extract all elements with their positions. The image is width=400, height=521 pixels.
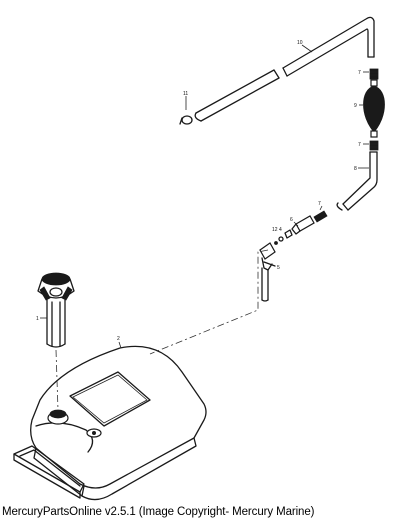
callout-12: 12 — [272, 227, 278, 233]
fuel-hose-upper — [194, 16, 375, 122]
hose-clamp-11 — [179, 115, 193, 125]
pickup-tube — [261, 267, 269, 302]
callout-numbers: 10 7 9 7 8 11 7 6 12 4 5 1 2 — [36, 40, 361, 342]
primer-bulb-assembly — [363, 68, 385, 151]
fuel-tank — [13, 345, 207, 501]
connector-line — [149, 249, 269, 355]
callout-11: 11 — [183, 91, 188, 97]
callout-1: 1 — [36, 316, 39, 322]
callout-7-mid: 7 — [358, 142, 361, 148]
callout-4: 4 — [279, 227, 282, 233]
callout-7-top: 7 — [358, 70, 361, 76]
callout-9: 9 — [354, 103, 357, 109]
callout-5: 5 — [277, 265, 280, 271]
fuel-gauge-assembly — [37, 272, 75, 348]
callout-6: 6 — [290, 217, 293, 223]
callout-leaders — [118, 44, 369, 349]
fuel-hose-lower — [336, 151, 378, 211]
callout-10: 10 — [297, 40, 303, 46]
fuel-connector-fittings — [259, 210, 328, 271]
callout-2: 2 — [117, 336, 120, 342]
callout-8: 8 — [354, 166, 357, 172]
copyright-footer: MercuryPartsOnline v2.5.1 (Image Copyrig… — [2, 506, 315, 518]
callout-7-low: 7 — [318, 201, 321, 207]
